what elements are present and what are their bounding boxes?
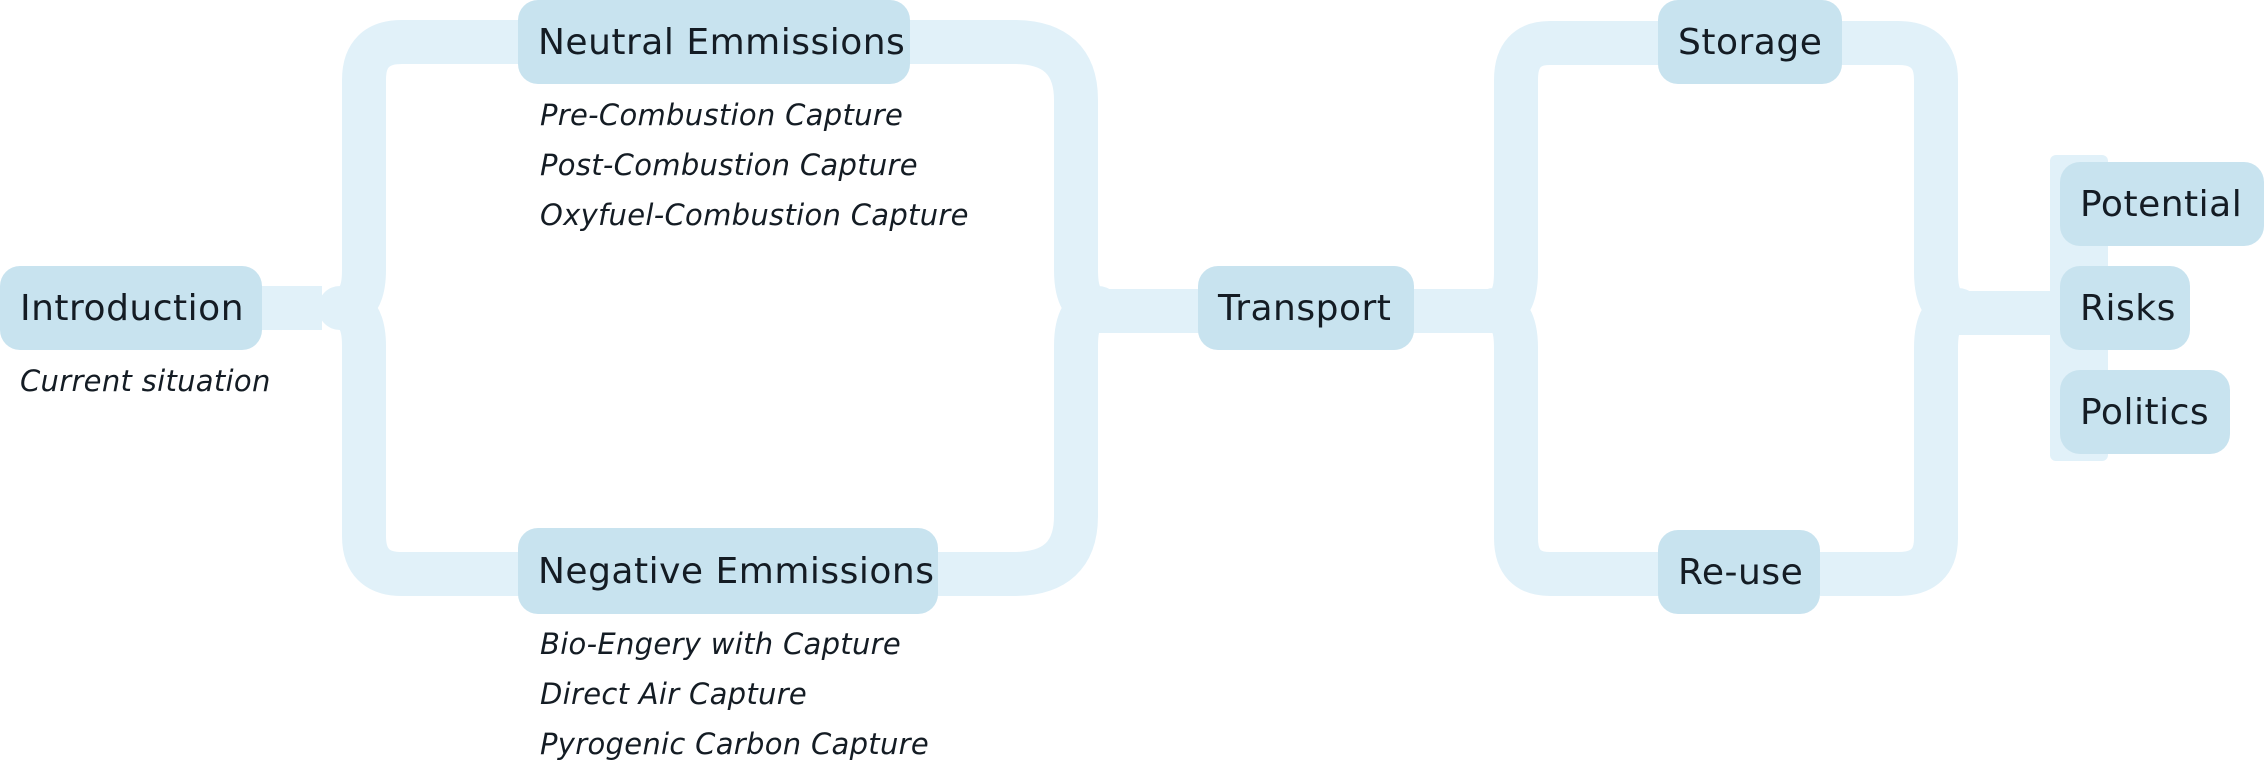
potential-node: Potential <box>2060 162 2264 246</box>
neutral-item-3: Oxyfuel-Combustion Capture <box>540 198 969 232</box>
connector-left-brace <box>318 20 522 596</box>
risks-node: Risks <box>2060 266 2190 350</box>
neutral-emissions-node: Neutral Emmissions <box>518 0 910 84</box>
neutral-item-2: Post-Combustion Capture <box>540 148 918 182</box>
connector-right-brace <box>908 20 1120 596</box>
reuse-node: Re-use <box>1658 530 1820 614</box>
connector-storage-brace <box>1472 21 1659 596</box>
introduction-item-1: Current situation <box>20 364 271 398</box>
politics-node: Politics <box>2060 370 2230 454</box>
introduction-node: Introduction <box>0 266 262 350</box>
connector-reuse-brace <box>1820 21 1980 596</box>
storage-node: Storage <box>1658 0 1842 84</box>
transport-node: Transport <box>1198 266 1414 350</box>
negative-emissions-node: Negative Emmissions <box>518 528 938 614</box>
neutral-item-1: Pre-Combustion Capture <box>540 98 904 132</box>
negative-item-2: Direct Air Capture <box>540 677 808 711</box>
negative-item-1: Bio-Engery with Capture <box>540 627 902 661</box>
negative-item-3: Pyrogenic Carbon Capture <box>540 727 929 761</box>
